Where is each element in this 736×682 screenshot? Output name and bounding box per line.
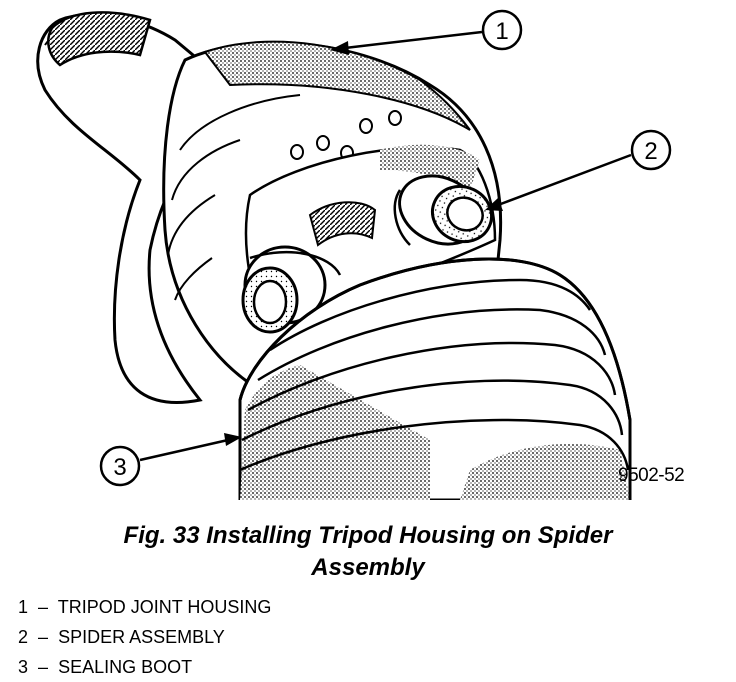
legend-text: TRIPOD JOINT HOUSING bbox=[57, 597, 272, 617]
spider-assembly bbox=[241, 174, 493, 334]
figure-id: 9502-52 bbox=[618, 465, 685, 486]
legend-separator: – bbox=[38, 627, 49, 647]
legend-item: 3 – SEALING BOOT bbox=[18, 652, 271, 682]
legend-item: 1 – TRIPOD JOINT HOUSING bbox=[18, 592, 271, 622]
callout-3: 3 bbox=[99, 433, 242, 487]
legend: 1 – TRIPOD JOINT HOUSING 2 – SPIDER ASSE… bbox=[18, 592, 271, 682]
callout-2: 2 bbox=[485, 129, 672, 211]
legend-separator: – bbox=[38, 597, 49, 617]
caption-line-1: Fig. 33 Installing Tripod Housing on Spi… bbox=[123, 522, 613, 549]
figure-caption: Fig. 33 Installing Tripod Housing on Spi… bbox=[0, 520, 736, 584]
callout-2-number: 2 bbox=[644, 138, 657, 165]
callout-3-number: 3 bbox=[113, 454, 126, 481]
legend-separator: – bbox=[38, 657, 49, 677]
illustration-tripod-housing: 1 2 3 bbox=[36, 9, 672, 500]
legend-number: 2 bbox=[18, 627, 29, 647]
callout-1-number: 1 bbox=[495, 18, 508, 45]
legend-text: SEALING BOOT bbox=[58, 657, 193, 677]
legend-number: 3 bbox=[18, 657, 29, 677]
sealing-boot bbox=[238, 257, 632, 500]
legend-item: 2 – SPIDER ASSEMBLY bbox=[18, 622, 271, 652]
legend-text: SPIDER ASSEMBLY bbox=[58, 627, 225, 647]
callout-1: 1 bbox=[330, 9, 523, 55]
caption-line-2: Assembly bbox=[311, 554, 425, 581]
legend-number: 1 bbox=[18, 597, 29, 617]
